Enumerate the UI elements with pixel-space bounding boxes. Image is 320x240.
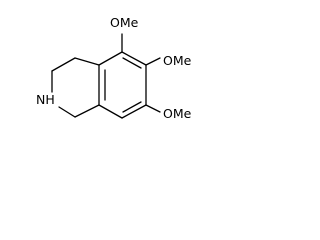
molecule-structure: NH OMe OMe OMe xyxy=(36,15,192,121)
ome-top-label: OMe xyxy=(110,15,139,30)
bond-c6-ome xyxy=(145,57,161,66)
double-bond-c7-c8 xyxy=(122,101,142,113)
ome-right-label: OMe xyxy=(163,53,192,68)
bond-c4-c4a xyxy=(74,57,100,66)
bond-c1-c8a xyxy=(74,104,100,118)
bond-c4a-c5 xyxy=(98,51,123,66)
bond-c8-c8a xyxy=(98,104,123,119)
bond-c5-c6 xyxy=(121,51,147,66)
nh-label: NH xyxy=(36,92,55,107)
ome-bottom-label: OMe xyxy=(163,106,192,121)
double-bond-c5-c6 xyxy=(122,57,142,69)
bond-c4-c3 xyxy=(51,57,76,72)
bond-c7-c8 xyxy=(121,104,147,119)
bond-n2-c1 xyxy=(58,106,76,118)
bond-c7-ome xyxy=(145,104,161,113)
